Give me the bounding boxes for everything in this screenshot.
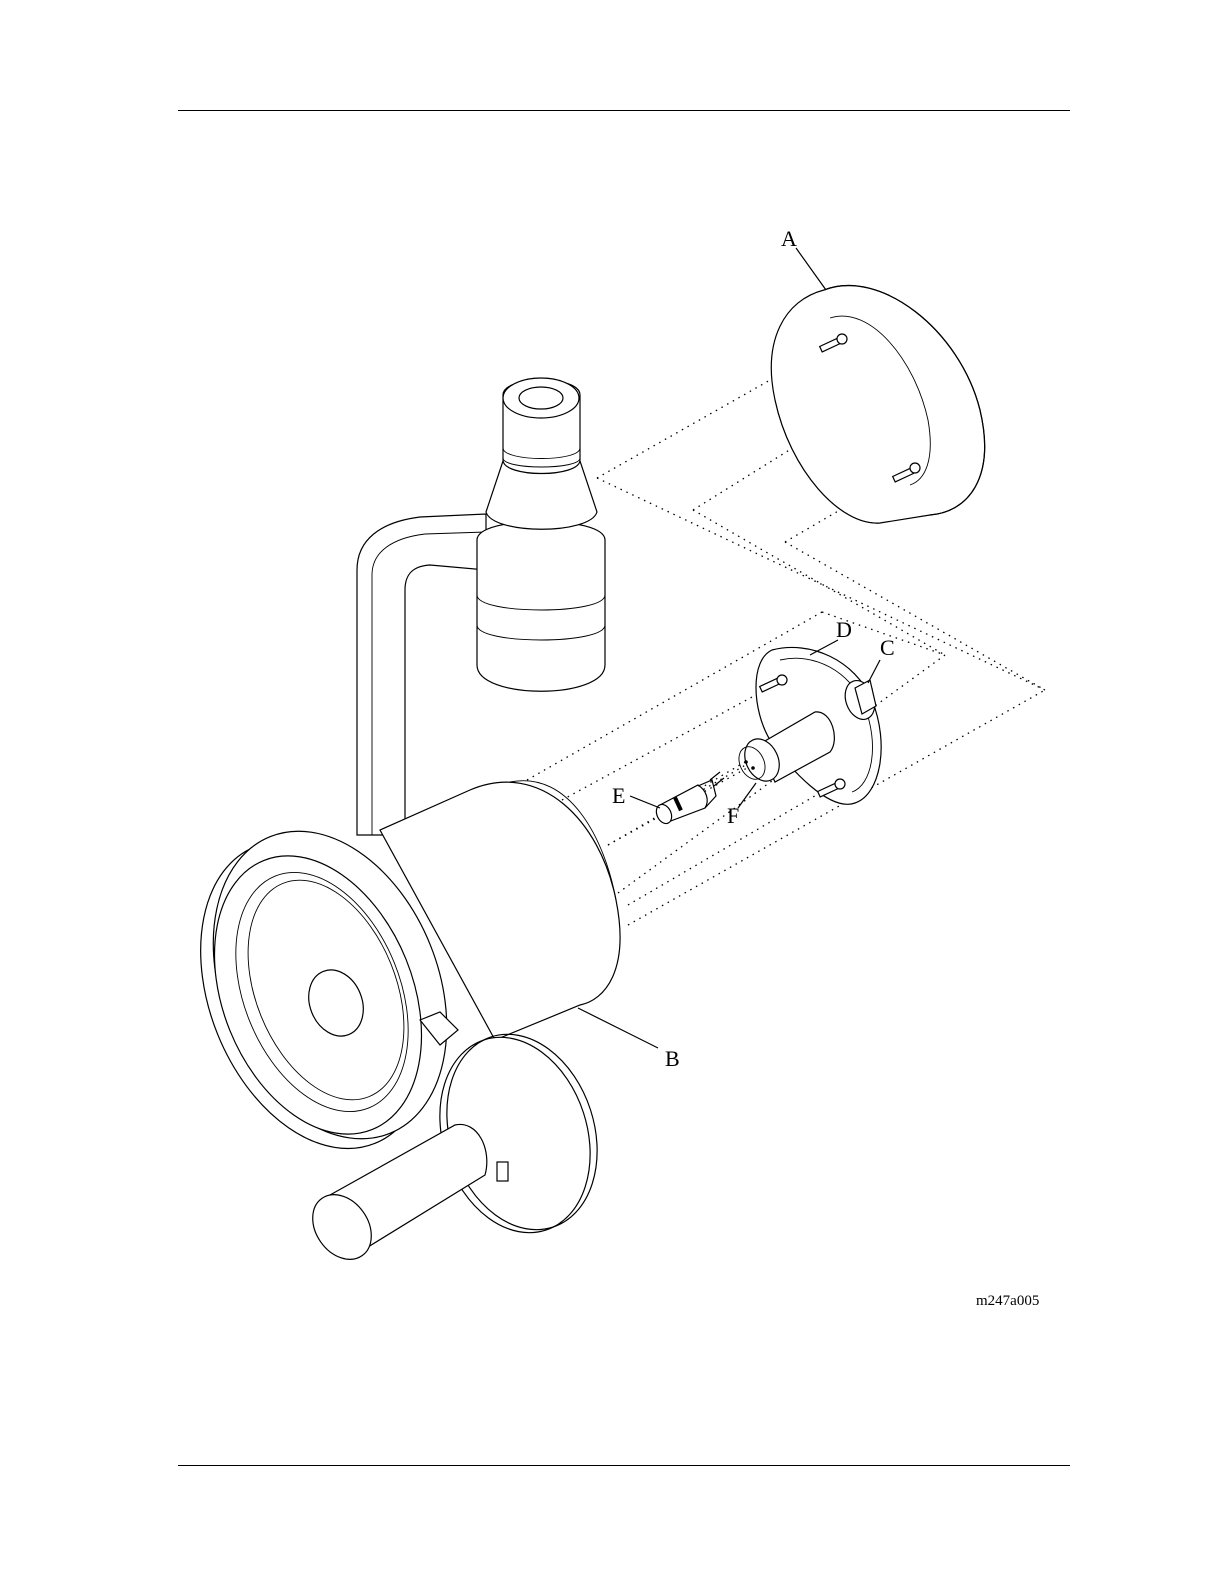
callout-a: A [781,226,797,251]
callout-d: D [836,617,852,642]
callout-f: F [727,803,739,828]
part-e-lamp [630,772,724,826]
callout-e: E [612,783,625,808]
indicator-window-icon [497,1162,508,1181]
callout-b: B [665,1046,680,1071]
callout-c: C [880,635,895,660]
eyepiece-assembly [357,378,605,835]
figure-id: m247a005 [976,1293,1039,1310]
footer-rule [178,1465,1070,1466]
part-a-cover-ring [771,248,984,523]
